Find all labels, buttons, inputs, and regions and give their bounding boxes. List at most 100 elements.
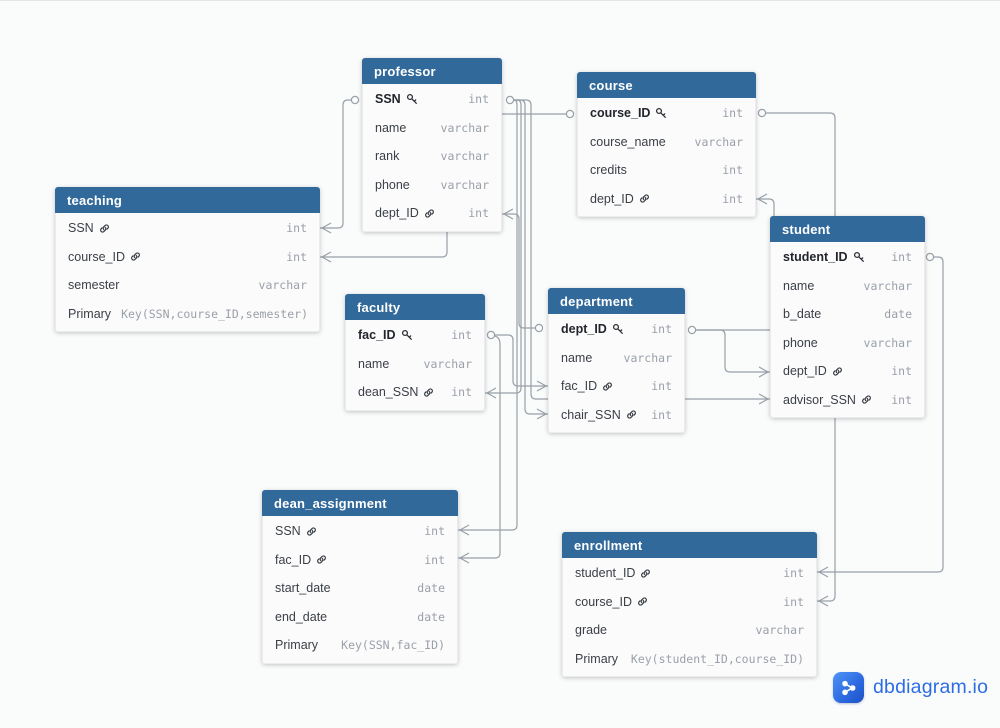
field-type: int — [891, 250, 912, 265]
key-icon — [406, 93, 418, 105]
field-name: student_ID — [783, 250, 848, 265]
field-name: end_date — [275, 609, 328, 624]
field-name: Primary — [68, 306, 112, 321]
link-icon — [637, 596, 648, 607]
field-name: dean_SSN — [358, 385, 419, 400]
link-icon — [424, 208, 435, 219]
one-cardinality-marker — [486, 330, 496, 340]
rel-course-deptid-department-deptid — [696, 198, 775, 331]
field-name: semester — [68, 278, 120, 293]
key-icon — [401, 329, 413, 341]
many-cardinality-marker — [459, 552, 470, 564]
field-type: int — [286, 221, 307, 236]
link-icon — [626, 409, 637, 420]
link-icon — [423, 387, 434, 398]
one-cardinality-marker — [505, 95, 515, 105]
field-name: phone — [783, 335, 818, 350]
table-header-enrollment[interactable]: enrollment — [562, 532, 817, 558]
table-title: enrollment — [574, 537, 643, 553]
field-type: Key(SSN,fac_ID) — [341, 638, 445, 653]
field-name: b_date — [783, 307, 822, 322]
field-type: varchar — [863, 278, 912, 293]
table-header-faculty[interactable]: faculty — [345, 294, 485, 320]
field-type: int — [783, 566, 804, 581]
many-cardinality-marker — [536, 408, 547, 420]
rel-student-advisorssn-professor-ssn — [514, 99, 770, 400]
table-title: dean_assignment — [274, 495, 387, 511]
field-name: dept_ID — [590, 191, 634, 206]
field-name: course_name — [590, 134, 666, 149]
field-name: fac_ID — [358, 328, 396, 343]
one-cardinality-marker — [925, 252, 935, 262]
table-header-teaching[interactable]: teaching — [55, 187, 320, 213]
field-type: Key(SSN,course_ID,semester) — [121, 306, 308, 321]
field-name: grade — [575, 623, 607, 638]
field-row: course_name varchar — [578, 128, 755, 157]
rel-enrollment-studentid-student-studentid — [817, 256, 944, 573]
rel-department-facid-faculty-facid — [495, 334, 548, 387]
table-title: teaching — [67, 192, 123, 208]
many-cardinality-marker — [321, 222, 332, 234]
one-cardinality-marker — [350, 95, 360, 105]
field-name: fac_ID — [275, 552, 312, 567]
table-header-dean-assignment[interactable]: dean_assignment — [262, 490, 458, 516]
field-type: varchar — [694, 134, 743, 149]
table-header-department[interactable]: department — [548, 288, 685, 314]
field-type: varchar — [423, 356, 472, 371]
table-title: course — [589, 77, 633, 93]
field-type: varchar — [440, 120, 489, 135]
field-type: int — [424, 552, 445, 567]
link-icon — [130, 251, 141, 262]
field-row: Primary Key(SSN,course_ID,semester) — [56, 300, 319, 329]
field-name: SSN — [275, 524, 301, 539]
link-icon — [306, 526, 317, 537]
rel-professor-deptid-department-deptid — [502, 213, 535, 329]
field-row: fac_ID int — [346, 321, 484, 350]
link-icon — [640, 568, 651, 579]
dbdiagram-logo[interactable]: dbdiagram.io — [833, 672, 988, 703]
field-type: int — [451, 328, 472, 343]
field-type: date — [417, 581, 445, 596]
rel-student-deptid-department-deptid — [696, 329, 770, 373]
table-title: professor — [374, 63, 436, 79]
link-icon — [602, 381, 613, 392]
many-cardinality-marker — [757, 193, 768, 205]
field-type: Key(student_ID,course_ID) — [630, 651, 804, 666]
field-name: course_ID — [575, 594, 632, 609]
table-header-course[interactable]: course — [577, 72, 756, 98]
field-name: credits — [590, 163, 627, 178]
link-icon — [99, 223, 110, 234]
many-cardinality-marker — [486, 387, 497, 399]
field-type: int — [891, 392, 912, 407]
field-row: fac_ID int — [263, 546, 457, 575]
field-name: name — [783, 278, 815, 293]
field-name: dept_ID — [783, 364, 827, 379]
table-header-professor[interactable]: professor — [362, 58, 502, 84]
table-header-student[interactable]: student — [770, 216, 925, 242]
